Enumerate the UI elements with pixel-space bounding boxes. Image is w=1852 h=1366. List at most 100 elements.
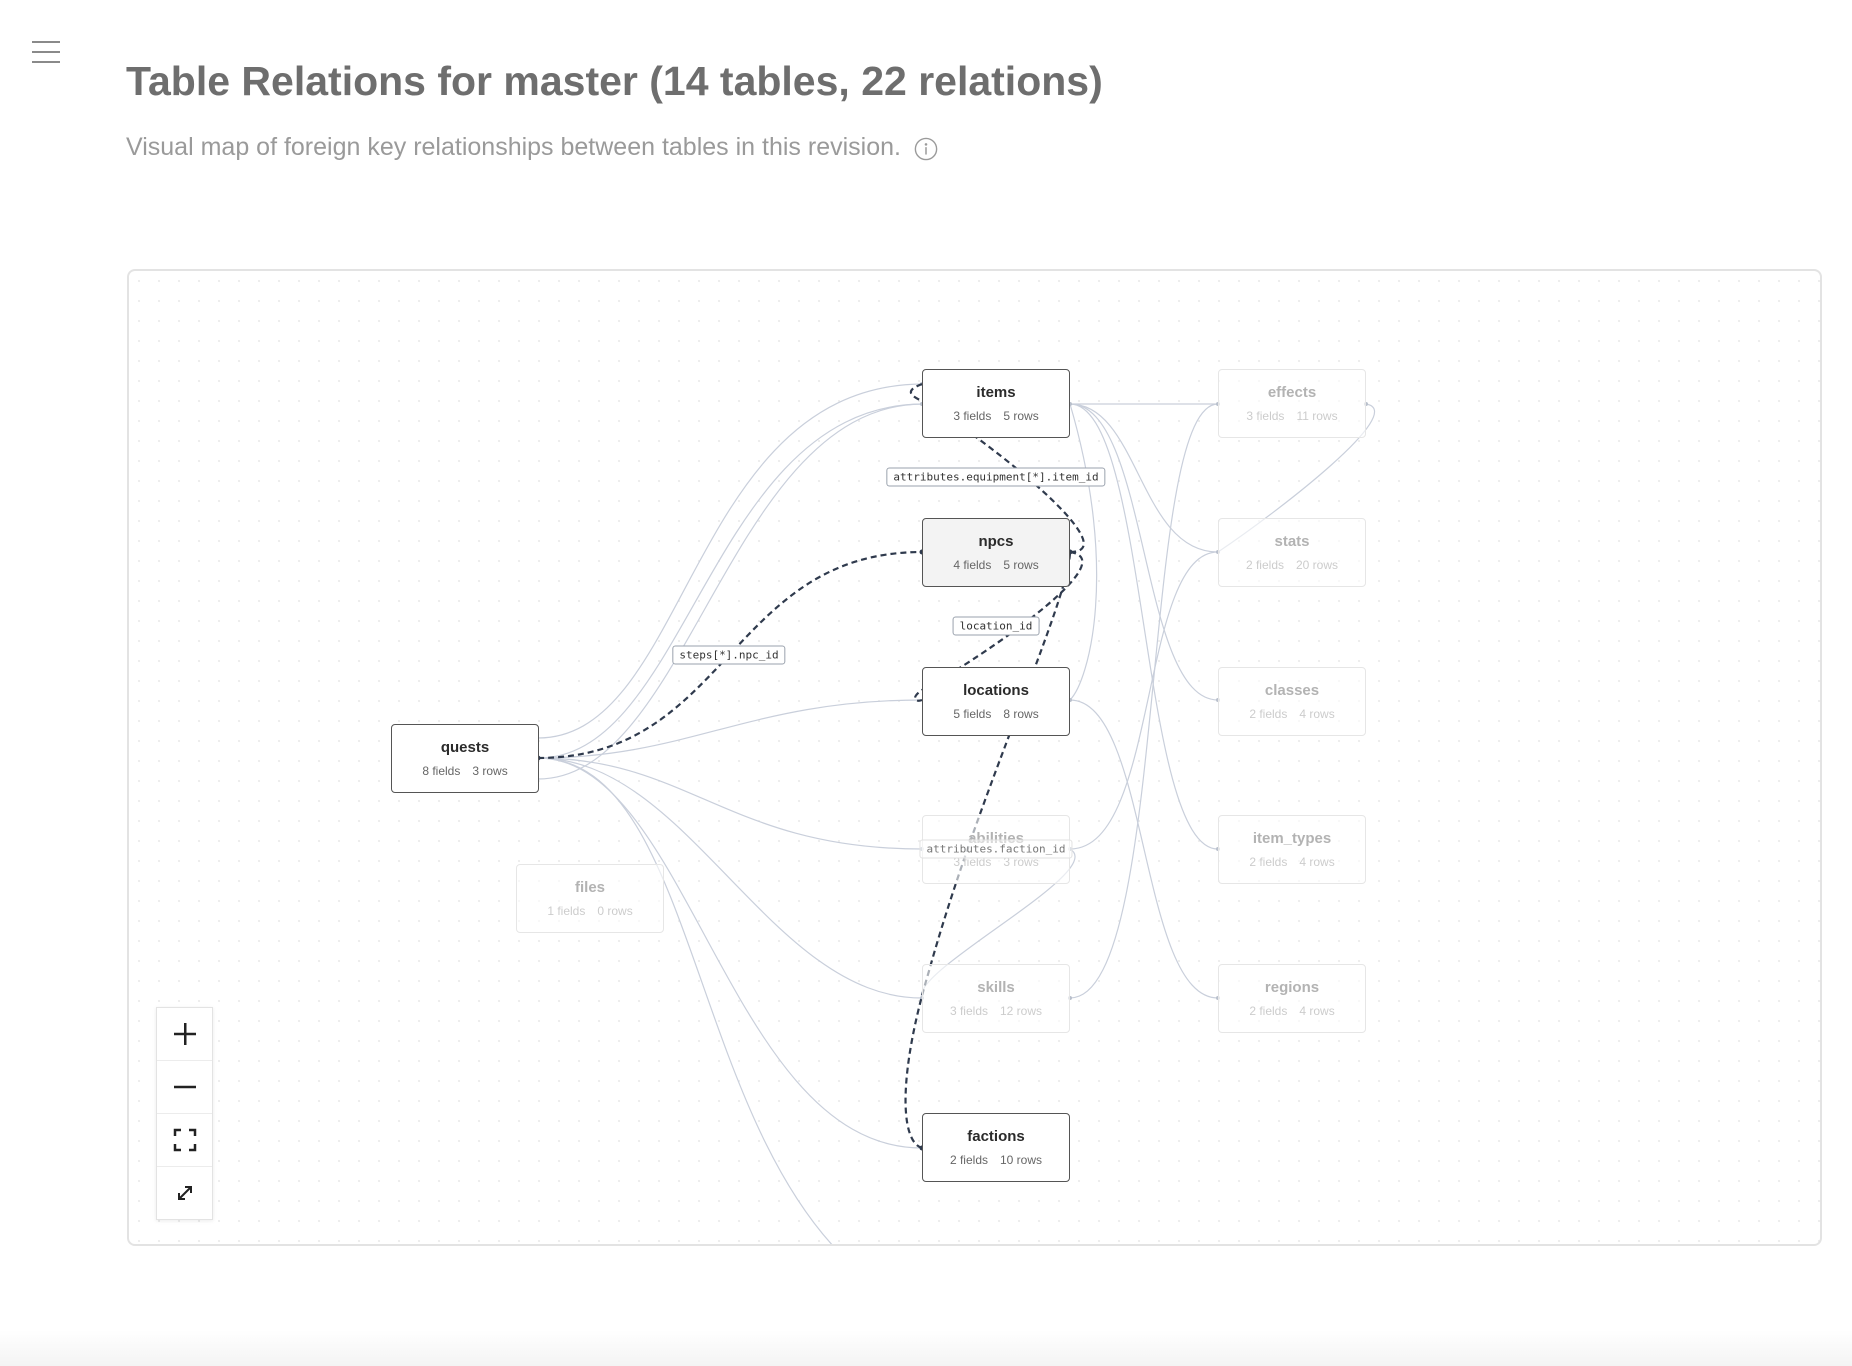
- table-rows: 12 rows: [1000, 1004, 1043, 1018]
- relation-edges: [535, 382, 1375, 1244]
- table-node-factions[interactable]: factions 2 fields 10 rows: [922, 1113, 1070, 1182]
- page-title: Table Relations for master (14 tables, 2…: [126, 58, 1103, 104]
- table-meta: 3 fields 12 rows: [923, 1004, 1069, 1018]
- table-meta: 3 fields 3 rows: [923, 855, 1069, 869]
- table-fields: 2 fields: [1249, 1004, 1288, 1018]
- table-rows: 11 rows: [1296, 409, 1338, 423]
- table-rows: 20 rows: [1296, 558, 1339, 572]
- table-node-files[interactable]: files 1 fields 0 rows: [516, 864, 664, 933]
- edge-quests-items-2: [537, 403, 923, 759]
- fullscreen-button[interactable]: [157, 1167, 212, 1219]
- table-node-quests[interactable]: quests 8 fields 3 rows: [391, 724, 539, 793]
- edge-items-classes: [1069, 403, 1219, 701]
- table-meta: 3 fields 5 rows: [923, 409, 1069, 423]
- table-rows: 3 rows: [1003, 855, 1039, 869]
- table-meta: 8 fields 3 rows: [392, 764, 538, 778]
- table-name: effects: [1267, 384, 1317, 401]
- edge-label-steps[interactable]: steps[*].npc_id: [672, 645, 786, 665]
- info-icon[interactable]: [914, 136, 938, 160]
- fit-view-button[interactable]: [157, 1114, 212, 1167]
- edge-quests-skills: [537, 757, 923, 999]
- zoom-controls: [156, 1007, 213, 1220]
- edge-quests-abilities: [537, 757, 923, 850]
- menu-button[interactable]: [28, 36, 64, 68]
- table-meta: 1 fields 0 rows: [517, 904, 663, 918]
- table-meta: 2 fields 10 rows: [923, 1153, 1069, 1167]
- edge-quests-items-3: [537, 403, 923, 780]
- table-rows: 3 rows: [472, 764, 508, 778]
- table-fields: 2 fields: [1249, 855, 1288, 869]
- table-rows: 10 rows: [1000, 1153, 1043, 1167]
- table-meta: 2 fields 20 rows: [1219, 558, 1365, 572]
- table-meta: 2 fields 4 rows: [1219, 1004, 1365, 1018]
- table-node-regions[interactable]: regions 2 fields 4 rows: [1218, 964, 1366, 1033]
- expand-icon: [177, 1186, 192, 1200]
- edge-label-faction[interactable]: attributes.faction_id: [919, 839, 1073, 859]
- table-meta: 4 fields 5 rows: [923, 558, 1069, 572]
- table-name: stats: [1274, 533, 1310, 550]
- table-node-classes[interactable]: classes 2 fields 4 rows: [1218, 667, 1366, 736]
- table-name: factions: [967, 1128, 1025, 1145]
- table-name: locations: [963, 682, 1029, 699]
- table-rows: 4 rows: [1299, 1004, 1335, 1018]
- table-name: files: [574, 879, 605, 896]
- edge-items-stats: [1069, 403, 1219, 553]
- table-rows: 5 rows: [1003, 558, 1039, 572]
- edge-quests-items-1: [537, 383, 923, 739]
- table-meta: 2 fields 4 rows: [1219, 707, 1365, 721]
- plus-icon: [173, 1023, 196, 1045]
- table-fields: 3 fields: [949, 1004, 988, 1018]
- table-fields: 5 fields: [953, 707, 992, 721]
- edge-npcs-locations: [913, 550, 1084, 702]
- table-fields: 4 fields: [953, 558, 992, 572]
- edge-npcs-items: [909, 382, 1085, 554]
- edge-skills-effects: [1069, 403, 1219, 999]
- table-name: regions: [1264, 979, 1320, 996]
- table-fields: 2 fields: [1249, 707, 1288, 721]
- table-rows: 0 rows: [597, 904, 633, 918]
- table-rows: 5 rows: [1003, 409, 1039, 423]
- table-fields: 2 fields: [949, 1153, 988, 1167]
- edge-label-equipment[interactable]: attributes.equipment[*].item_id: [886, 467, 1106, 487]
- fit-view-icon: [173, 1128, 196, 1152]
- table-node-stats[interactable]: stats 2 fields 20 rows: [1218, 518, 1366, 587]
- table-rows: 4 rows: [1299, 707, 1335, 721]
- table-node-skills[interactable]: skills 3 fields 12 rows: [922, 964, 1070, 1033]
- table-fields: 3 fields: [953, 855, 992, 869]
- edge-quests-locations: [537, 699, 923, 759]
- table-name: item_types: [1252, 830, 1332, 847]
- edge-label-location[interactable]: location_id: [952, 616, 1040, 636]
- edge-items-item-types: [1069, 403, 1219, 850]
- table-name: items: [976, 384, 1016, 401]
- table-node-effects[interactable]: effects 3 fields 11 rows: [1218, 369, 1366, 438]
- table-rows: 8 rows: [1003, 707, 1039, 721]
- table-name: quests: [440, 739, 490, 756]
- table-meta: 2 fields 4 rows: [1219, 855, 1365, 869]
- table-node-item-types[interactable]: item_types 2 fields 4 rows: [1218, 815, 1366, 884]
- table-rows: 4 rows: [1299, 855, 1335, 869]
- table-name: npcs: [978, 533, 1014, 550]
- table-node-npcs[interactable]: npcs 4 fields 5 rows: [922, 518, 1070, 587]
- edge-items-locations: [1069, 403, 1098, 701]
- page-subtitle: Visual map of foreign key relationships …: [126, 133, 938, 162]
- table-fields: 1 fields: [547, 904, 586, 918]
- table-fields: 8 fields: [422, 764, 461, 778]
- minus-icon: [173, 1085, 196, 1089]
- table-fields: 3 fields: [953, 409, 992, 423]
- edge-quests-factions: [537, 757, 923, 1149]
- edge-factions-npcs: [904, 551, 1072, 1150]
- table-name: classes: [1264, 682, 1320, 699]
- table-name: skills: [977, 979, 1015, 996]
- table-node-items[interactable]: items 3 fields 5 rows: [922, 369, 1070, 438]
- table-fields: 2 fields: [1245, 558, 1284, 572]
- table-meta: 5 fields 8 rows: [923, 707, 1069, 721]
- table-fields: 3 fields: [1246, 409, 1285, 423]
- zoom-out-button[interactable]: [157, 1061, 212, 1114]
- relations-canvas[interactable]: quests 8 fields 3 rows files 1 fields 0 ro…: [127, 269, 1822, 1246]
- edge-quests-offscreen: [537, 757, 833, 1244]
- table-node-locations[interactable]: locations 5 fields 8 rows: [922, 667, 1070, 736]
- bottom-fade: [0, 1330, 1852, 1366]
- page-subtitle-text: Visual map of foreign key relationships …: [126, 133, 901, 161]
- zoom-in-button[interactable]: [157, 1008, 212, 1061]
- table-meta: 3 fields 11 rows: [1219, 409, 1365, 423]
